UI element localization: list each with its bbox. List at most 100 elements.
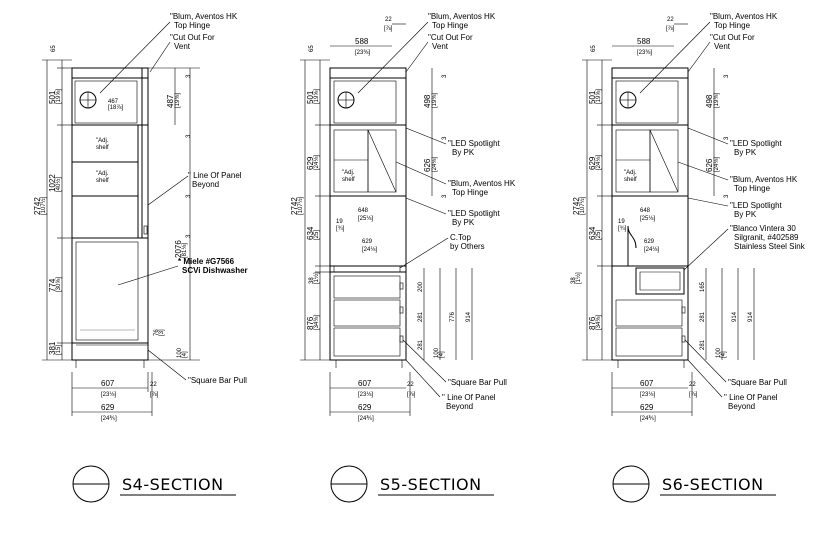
s6-drawer-2	[615, 299, 683, 327]
s5-note-ctop: C.Top	[450, 233, 471, 242]
s4-dim-base-in: [15]	[56, 345, 62, 355]
s5-drawer-1	[333, 275, 401, 299]
s5-dim-topbox-in: [19⅝]	[314, 89, 320, 104]
s5-dim-d2: 281	[418, 311, 424, 322]
s5-pull-1	[399, 282, 404, 290]
s6-note-sink-b: Silgranit, #402589	[734, 233, 799, 242]
s4-small-dim-b: [18⅞]	[108, 105, 123, 111]
s5-dim-w1-in: [23⅛]	[358, 392, 373, 398]
s6-note-sink-c: Stainless Steel Sink	[734, 242, 806, 251]
s6-note-blum-b: Top Hinge	[714, 21, 751, 30]
s6-note-blum2: "Blum, Aventos HK	[730, 175, 798, 184]
s6-drawer-3	[615, 327, 683, 357]
s4-dim-w1-in: [23⅛]	[101, 392, 116, 398]
s4-shelf-label-2: "Adj.	[96, 171, 109, 177]
s4-dishwasher	[75, 241, 139, 341]
s5-note-panel: " Line Of Panel	[442, 393, 496, 402]
s6-dim-sp: 19	[618, 219, 625, 225]
s6-dim-w3: 629	[640, 403, 654, 412]
s4-note-vent-b: Vent	[174, 42, 191, 51]
s5-note-blum-b: Top Hinge	[432, 21, 469, 30]
s6-note-panel: " Line Of Panel	[724, 393, 778, 402]
s6-dim-648: 648	[640, 208, 651, 214]
s5-dim-dtop-in: [⅞]	[384, 26, 393, 32]
s5-dim-629: 629	[362, 239, 373, 245]
s4-note-panel: " Line Of Panel	[188, 171, 242, 180]
s6-section: "Adj. shelf 588 [23⅜] 22 [⅞] 2742 [107½]…	[571, 12, 806, 503]
s5-dim-rtop: 498	[423, 94, 432, 108]
s4-note-panel-b: Beyond	[192, 180, 219, 189]
s5-dim-3c: 3	[442, 194, 448, 198]
s5-note-blum2: "Blum, Aventos HK	[448, 179, 516, 188]
s6-dim-wtop-in: [23⅜]	[637, 50, 652, 56]
s5-note-led2-b: By PK	[452, 218, 475, 227]
s5-drawer-3	[333, 327, 401, 357]
s5-title: S5-SECTION	[380, 475, 482, 494]
s6-dim-ct-in: [1½]	[575, 272, 582, 284]
s5-note-panel-b: Beyond	[446, 402, 473, 411]
s6-dim-dtop: 22	[667, 17, 674, 23]
s4-dim-3d: 3	[186, 234, 192, 238]
s6-dim-wtop: 588	[637, 37, 651, 46]
s4-dim-rtall: 2076	[174, 240, 183, 258]
s4-dim-rfoot-in: [4]	[182, 351, 188, 358]
s6-dim-total: 2742	[572, 197, 581, 215]
s6-dim-w1-in: [23⅛]	[640, 392, 655, 398]
s4-section: "Adj. shelf "Adj. shelf 467 [18⅞] 2742 […	[33, 12, 248, 503]
s4-title: S4-SECTION	[122, 475, 224, 494]
s6-dim-648-in: [25⅛]	[640, 216, 655, 222]
s6-dim-d4: 914	[732, 311, 738, 322]
s5-dim-3a: 3	[442, 74, 448, 78]
s5-dim-3b: 3	[442, 136, 448, 140]
s6-dim-629-in: [24⅛]	[644, 247, 659, 253]
s4-handle	[143, 225, 148, 235]
s6-dim-d5: 914	[748, 311, 754, 322]
s5-dim-gap: 65	[309, 45, 315, 52]
s5-dim-sp: 19	[336, 219, 343, 225]
s4-note-blum-b: Top Hinge	[174, 21, 211, 30]
s4-note-miele: * Miele #G7566	[178, 257, 235, 266]
s5-note-led1: "LED Spotlight	[448, 139, 501, 148]
s4-dim-w3-in: [24⅗]	[101, 416, 117, 422]
s5-dim-midr: 626	[423, 158, 432, 172]
s6-dim-mid: 629	[588, 156, 597, 170]
s6-dim-3a: 3	[724, 74, 730, 78]
s5-dim-648-in: [25⅛]	[358, 216, 373, 222]
s5-dim-d5: 914	[466, 311, 472, 322]
s6-dim-w3-in: [24⅗]	[640, 416, 656, 422]
s6-faucet	[627, 225, 637, 249]
s5-dim-dtop: 22	[385, 17, 392, 23]
s5-dim-d4: 776	[450, 311, 456, 322]
s5-drawer-2	[333, 299, 401, 327]
s6-title: S6-SECTION	[662, 475, 764, 494]
s4-note-miele-b: SCVi Dishwasher	[182, 266, 248, 275]
s6-note-panel-b: Beyond	[728, 402, 755, 411]
s5-dim-lower-in: [34⅜]	[314, 315, 320, 330]
s5-note-blum: "Blum, Aventos HK	[428, 12, 496, 21]
s6-dim-w2: 22	[689, 382, 696, 388]
s6-dim-d6: 100	[716, 347, 722, 358]
s6-dim-lower: 876	[588, 316, 597, 330]
s5-dim-wtop-in: [23⅜]	[355, 50, 370, 56]
s6-shelf-label-b: shelf	[624, 177, 637, 183]
s4-note-pull: "Square Bar Pull	[188, 376, 247, 385]
s6-dim-rtop-in: [19⅜]	[714, 93, 720, 108]
s6-dim-lower-in: [34⅜]	[596, 315, 602, 330]
s5-dim-topbox: 501	[306, 90, 315, 104]
s5-note-vent-b: Vent	[432, 42, 449, 51]
s5-note-blum2-b: Top Hinge	[452, 188, 489, 197]
s4-dim-gap: 65	[51, 45, 57, 52]
s4-dim-rtop-in: [19⅜]	[175, 93, 181, 108]
s6-note-vent-b: Vent	[714, 42, 731, 51]
s4-dim-rtop: 487	[166, 94, 175, 108]
s6-dim-w1: 607	[640, 379, 654, 388]
s6-dim-dtop-in: [⅞]	[666, 26, 675, 32]
s5-dim-total: 2742	[290, 197, 299, 215]
s6-dim-gap: 65	[591, 45, 597, 52]
s6-dim-sp-in: [¾]	[618, 226, 627, 232]
s5-dim-w2-in: [⅞]	[407, 392, 416, 398]
s4-dim-3c: 3	[186, 194, 192, 198]
s5-pull-3	[399, 335, 404, 343]
s6-dim-d2: 281	[700, 311, 706, 322]
s4-small-dim: 467	[108, 99, 119, 105]
